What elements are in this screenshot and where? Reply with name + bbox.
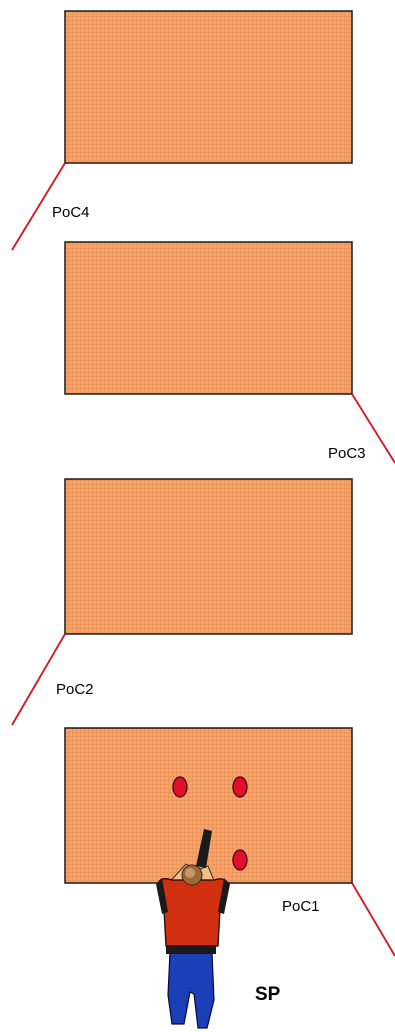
- target-dot: [232, 849, 248, 871]
- target-dot: [232, 776, 248, 798]
- shooter-label: SP: [255, 984, 281, 1005]
- poc-label: PoC1: [282, 898, 320, 915]
- poc-label: PoC4: [52, 204, 90, 221]
- belt: [166, 944, 216, 954]
- barrier-panel: [64, 241, 353, 395]
- shoulder-strap: [218, 878, 230, 914]
- panel-poc2: PoC2: [11, 478, 353, 726]
- boundary-line: [11, 162, 66, 251]
- boundary-line: [351, 882, 395, 957]
- poc-label: PoC3: [328, 445, 366, 462]
- poc-label: PoC2: [56, 681, 94, 698]
- barrier-panel: [64, 10, 353, 164]
- panel-poc3: PoC3: [64, 241, 395, 464]
- target-dot: [172, 776, 188, 798]
- barrier-panel: [64, 478, 353, 635]
- shoulder-strap: [156, 878, 168, 914]
- boundary-line: [11, 633, 66, 726]
- hair-highlight: [185, 868, 195, 878]
- pistol: [196, 829, 212, 868]
- shooter-icon: [156, 829, 230, 1029]
- barrier-panel: [64, 727, 353, 884]
- panel-poc4: PoC4: [11, 10, 353, 251]
- boundary-line: [351, 393, 395, 464]
- legs: [167, 951, 215, 1029]
- panel-poc1: PoC1: [64, 727, 395, 957]
- torso: [157, 878, 229, 947]
